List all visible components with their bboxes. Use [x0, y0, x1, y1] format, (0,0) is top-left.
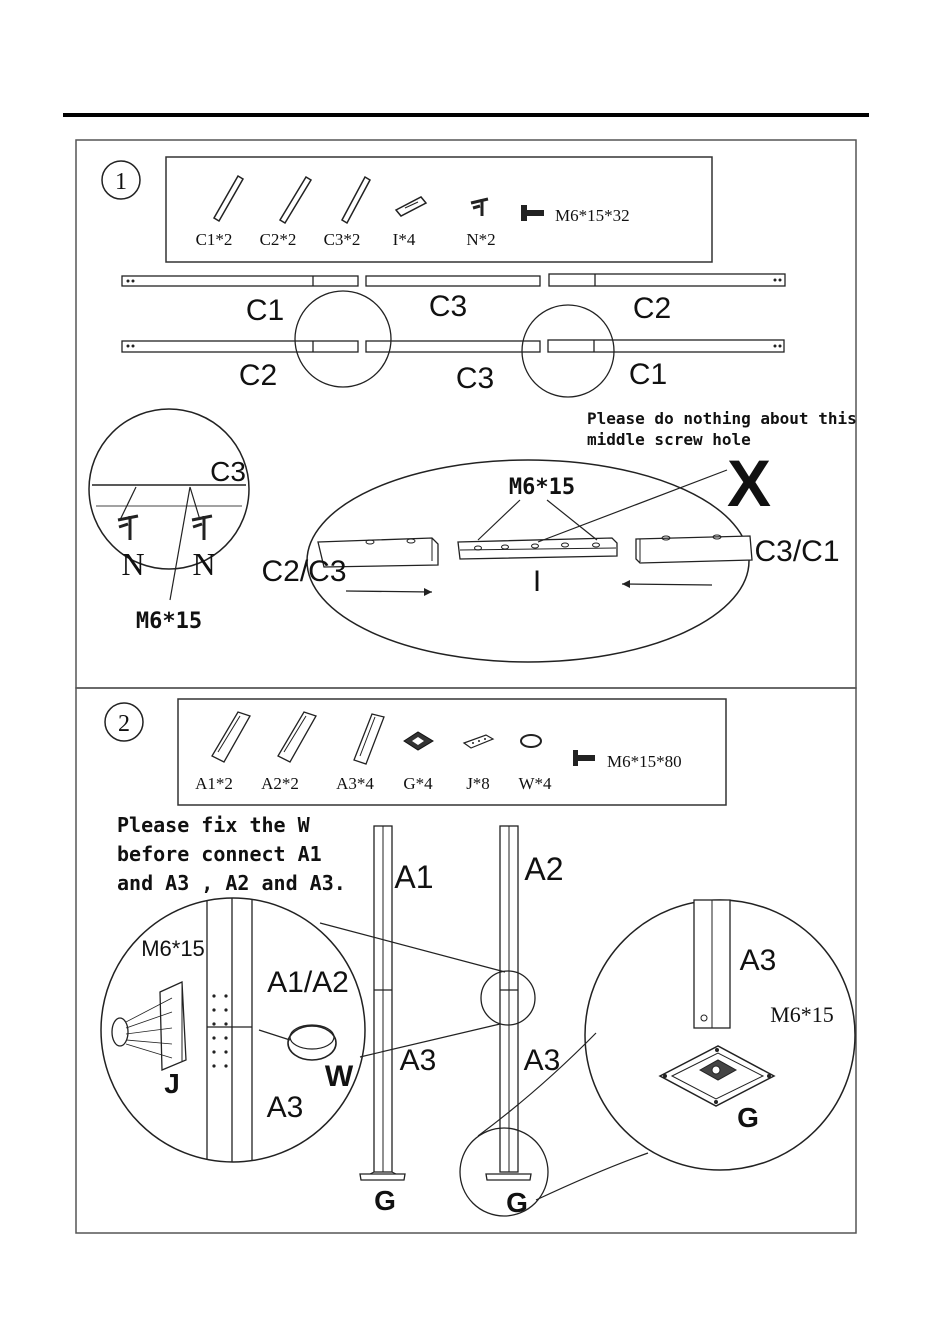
rod-icon [342, 177, 370, 223]
rail-row-bottom [122, 340, 784, 352]
rod-icon [214, 176, 243, 221]
part-label-g: G*4 [403, 774, 433, 793]
pole1-label-foot: G [374, 1185, 396, 1216]
step2-note-line-2: before connect A1 [117, 842, 322, 866]
pole2-label-foot: G [506, 1187, 528, 1218]
joint-detail-top: A1/A2 [267, 966, 349, 999]
rail-label-c1: C1 [246, 294, 284, 327]
joint-plate-icon [464, 735, 493, 748]
part-label-c2: C2*2 [260, 230, 297, 249]
zoom-circle-left [295, 291, 391, 387]
part-label-a3: A3*4 [336, 774, 374, 793]
joint-detail-w: W [325, 1060, 354, 1093]
part-label-a2: A2*2 [261, 774, 299, 793]
pole2-label-top: A2 [524, 851, 563, 887]
part-label-w: W*4 [518, 774, 552, 793]
step2-note-line-1: Please fix the W [117, 813, 311, 837]
detail-label-n-left: N [121, 546, 144, 582]
step2-screw-label: M6*15*80 [607, 752, 682, 771]
detail-screw-label: M6*15 [136, 609, 202, 634]
screw-icon [521, 205, 544, 221]
foot-detail-g: G [737, 1102, 759, 1133]
hook-icon [471, 199, 488, 216]
pole1-label-bottom: A3 [400, 1044, 437, 1077]
detail-label-c3: C3 [210, 456, 246, 487]
rail-label-c3: C3 [429, 290, 467, 323]
joint-detail-j: J [164, 1068, 180, 1099]
rail-label-c1-bottom: C1 [629, 358, 667, 391]
note-line-1: Please do nothing about this [587, 409, 857, 428]
x-mark: X [727, 446, 771, 520]
channel-bar-icon [212, 712, 250, 762]
part-label-n: N*2 [466, 230, 495, 249]
rail-row-top [122, 274, 785, 286]
rail-label-c2: C2 [633, 292, 671, 325]
foot-detail-circle [585, 900, 855, 1170]
part-label-c3: C3*2 [324, 230, 361, 249]
pole1-label-top: A1 [394, 859, 433, 895]
oval-label-center: I [533, 565, 541, 598]
ring-icon [521, 735, 541, 747]
part-label-a1: A1*2 [195, 774, 233, 793]
step1-screw-label: M6*15*32 [555, 206, 630, 225]
header-rule [63, 113, 869, 117]
part-label-i: I*4 [393, 230, 416, 249]
svg-text:2: 2 [118, 711, 130, 737]
rail-label-c2-bottom: C2 [239, 359, 277, 392]
zoom-line [536, 1153, 648, 1200]
step2-note-line-3: and A3 , A2 and A3. [117, 871, 346, 895]
channel-bar-icon [354, 714, 384, 764]
part-label-c1: C1*2 [196, 230, 233, 249]
part-label-j: J*8 [466, 774, 490, 793]
svg-text:1: 1 [115, 169, 127, 195]
foot-detail-pole: A3 [740, 944, 777, 977]
detail-label-n-right: N [192, 546, 215, 582]
detail-circle-n [89, 409, 249, 600]
oval-label-left: C2/C3 [261, 555, 346, 588]
rod-icon [280, 177, 311, 223]
oval-label-right: C3/C1 [754, 535, 839, 568]
oval-screw-label: M6*15 [509, 475, 575, 500]
foot-plate-icon [404, 732, 433, 750]
channel-bar-icon [278, 712, 316, 762]
rail-label-c3-bottom: C3 [456, 362, 494, 395]
step1-parts-box [166, 157, 712, 262]
joint-detail-bottom: A3 [267, 1091, 304, 1124]
step1-badge: 1 [102, 161, 140, 199]
foot-detail-screw: M6*15 [770, 1002, 834, 1027]
screw-icon [573, 750, 595, 766]
connector-plate-icon [396, 197, 426, 216]
step2-badge: 2 [105, 703, 143, 741]
joint-detail-screw: M6*15 [141, 936, 205, 961]
